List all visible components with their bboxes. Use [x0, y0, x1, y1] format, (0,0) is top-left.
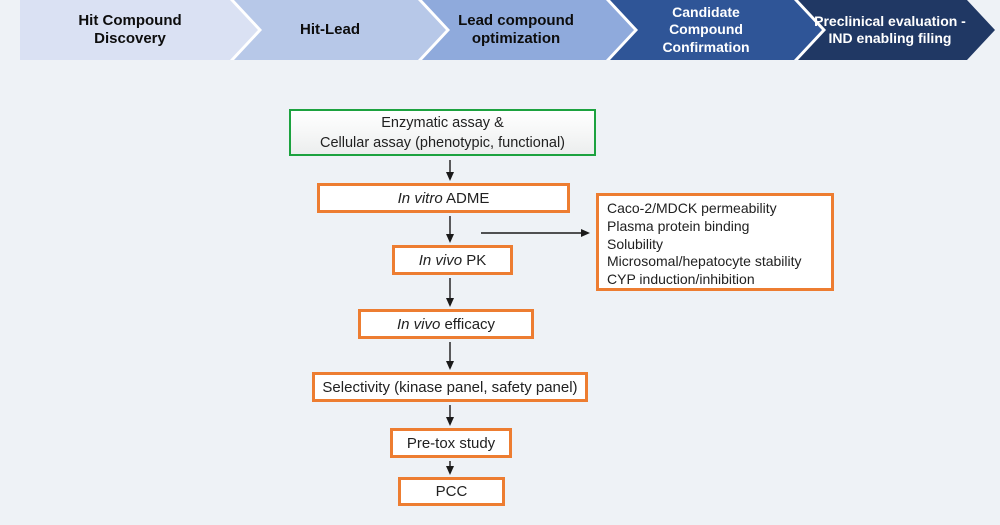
side-panel-item: Caco-2/MDCK permeability — [607, 200, 777, 216]
in-vivo-pk-box: In vivo PK — [392, 245, 513, 275]
adme-assay-list-panel: Caco-2/MDCK permeability Plasma protein … — [596, 193, 834, 291]
side-panel-item: Microsomal/hepatocyte stability — [607, 253, 802, 270]
stage-label-lead-compound-optimization: Lead compound optimization — [458, 11, 574, 47]
chevron-preclinical-evaluation — [798, 0, 995, 60]
side-panel-item: Solubility — [607, 235, 664, 252]
stage-label-hit-lead: Hit-Lead — [300, 20, 360, 38]
pre-tox-study-box: Pre-tox study — [390, 428, 512, 458]
assay-line1: Enzymatic assay & — [381, 114, 504, 131]
stage-label-preclinical-evaluation: Preclinical evaluation - IND enabling fi… — [814, 12, 966, 46]
chevron-lead-compound-optimization — [422, 0, 634, 60]
pk-label: In vivo PK — [418, 251, 487, 269]
selectivity-box: Selectivity (kinase panel, safety panel) — [312, 372, 588, 402]
side-panel-item: CYP induction/inhibition — [607, 271, 755, 288]
efficacy-label: In vivo efficacy — [396, 315, 496, 333]
adme-label: In vitro ADME — [397, 189, 490, 207]
assay-box: Enzymatic assay & Cellular assay (phenot… — [289, 109, 596, 156]
pcc-label: PCC — [435, 483, 468, 500]
pretox-label: Pre-tox study — [406, 434, 496, 452]
chevron-candidate-compound-confirmation — [610, 0, 822, 60]
chevron-hit-lead — [234, 0, 446, 60]
chevron-hit-compound-discovery — [20, 0, 258, 60]
stage-label-candidate-compound-confirmation: Candidate Compound Confirmation — [662, 4, 750, 55]
selectivity-label: Selectivity (kinase panel, safety panel) — [322, 378, 578, 396]
stage-label-hit-compound-discovery: Hit Compound Discovery — [78, 11, 182, 47]
pipeline-stage-banner — [20, 0, 995, 60]
side-panel-item: Plasma protein binding — [607, 217, 750, 234]
assay-line2: Cellular assay (phenotypic, functional) — [319, 134, 565, 151]
pcc-box: PCC — [398, 477, 505, 506]
in-vitro-adme-box: In vitro ADME — [317, 183, 570, 213]
in-vivo-efficacy-box: In vivo efficacy — [358, 309, 534, 339]
